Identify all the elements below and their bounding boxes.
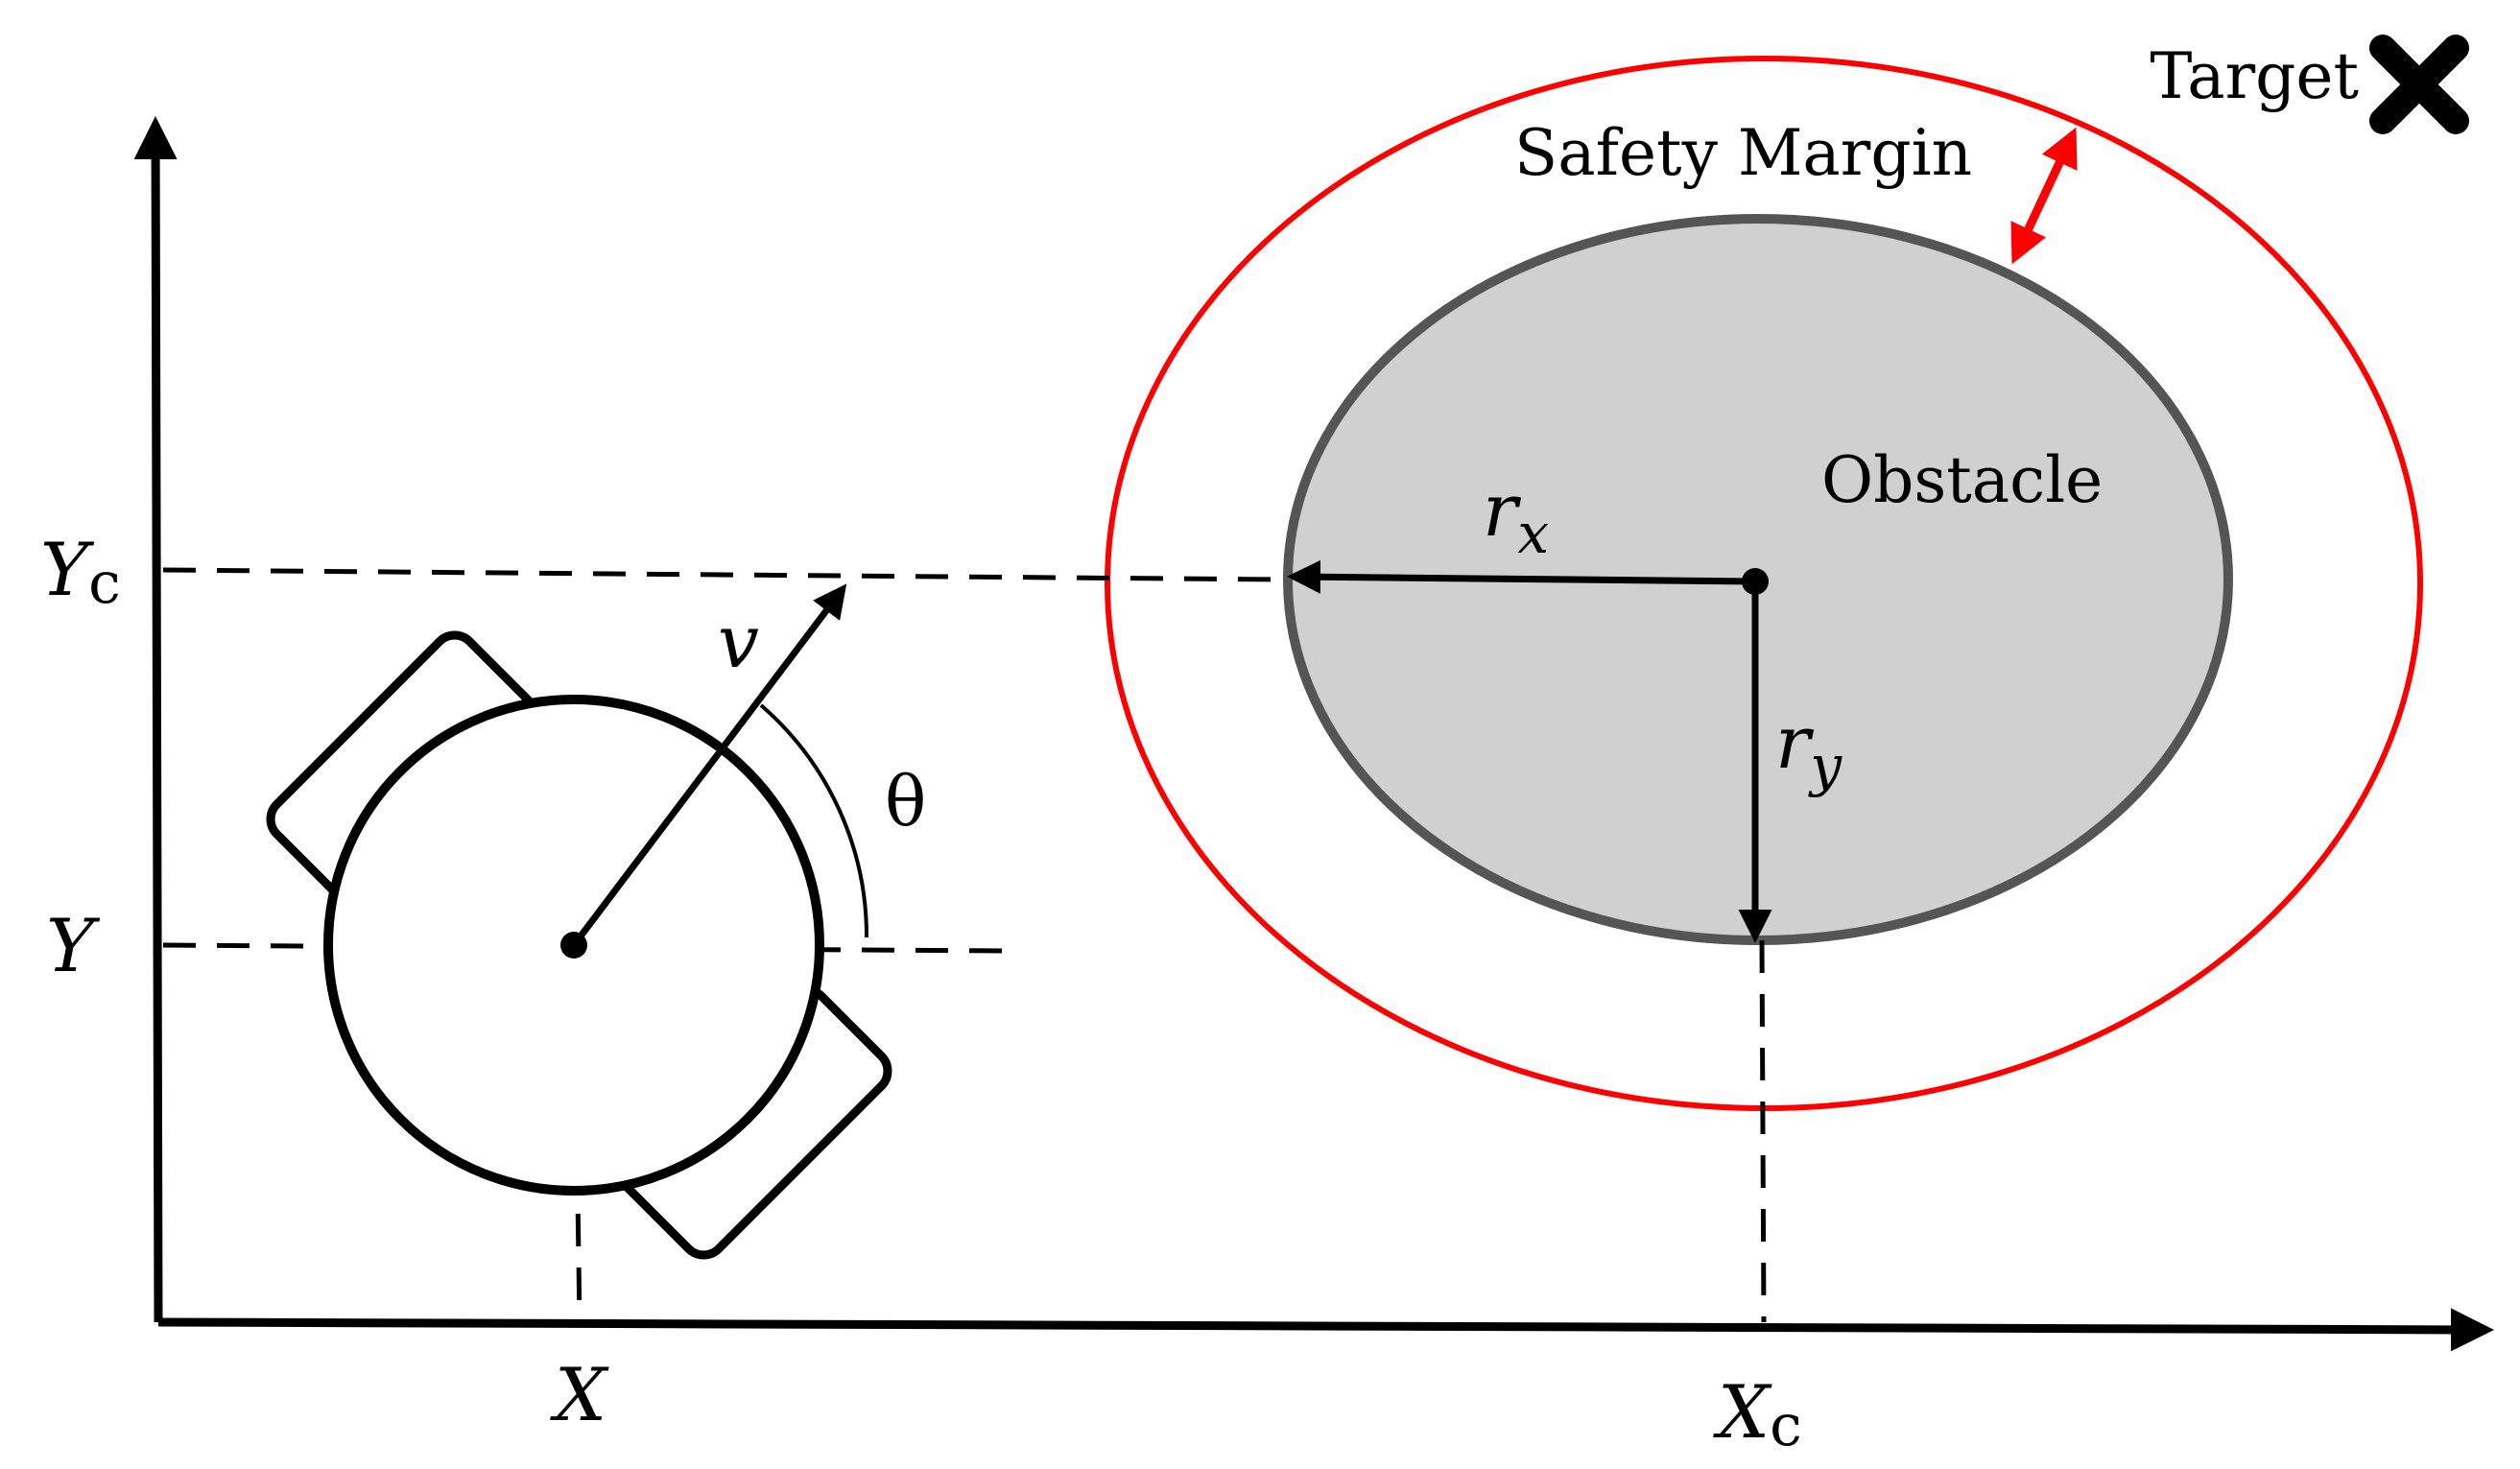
x-mark-icon (2369, 35, 2469, 134)
obstacle-radii (1287, 559, 1772, 943)
robot (266, 583, 892, 1260)
target-label: Target (2150, 39, 2359, 113)
radius-x-label: rx (1483, 467, 1549, 566)
safety-margin-label: Safety Margin (1514, 116, 1972, 190)
safety-margin-arrow (2010, 127, 2078, 265)
obstacle-center-dot (1742, 568, 1769, 595)
x-axis (157, 1308, 2494, 1352)
y-axis (133, 116, 178, 1323)
yc-axis-label: Yc (40, 527, 121, 617)
x-axis-label: X (550, 1352, 609, 1437)
obstacle-label: Obstacle (1821, 443, 2103, 517)
velocity-label: v (718, 599, 759, 684)
yc-dashed-line (162, 567, 1285, 582)
y-dashed-line (162, 942, 1009, 954)
heading-angle-arc (759, 703, 869, 938)
y-axis-label: Y (46, 903, 101, 988)
xc-dashed-line (1759, 939, 1767, 1323)
heading-angle-label: θ (885, 761, 926, 841)
velocity-arrow (571, 583, 847, 948)
robot-center-dot (560, 932, 587, 959)
xc-axis-label: Xc (1713, 1369, 1802, 1459)
radius-x-arrow (1287, 559, 1756, 594)
radius-y-label: ry (1775, 699, 1842, 798)
coordinate-axes (133, 116, 2494, 1352)
